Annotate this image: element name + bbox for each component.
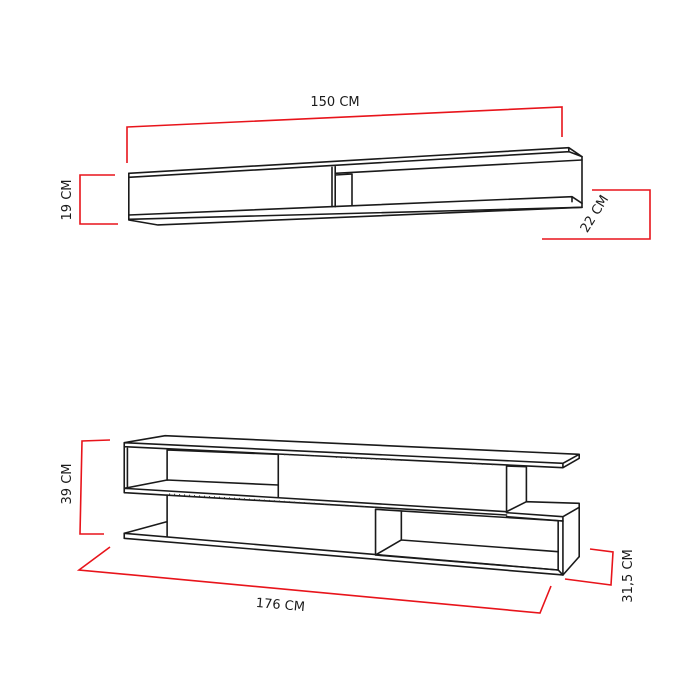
unit-bottom-panel <box>124 533 579 575</box>
upper-right-panel <box>507 466 527 513</box>
upper-left-compartment <box>167 450 278 497</box>
lower-right-compartment <box>376 509 563 570</box>
tv-unit-dimensions: 39 CM 176 CM 31,5 CM <box>60 439 636 615</box>
unit-depth-label: 31,5 CM <box>621 549 636 602</box>
lower-left-panel <box>124 495 167 537</box>
shelf-bottom-panel <box>129 197 582 220</box>
wall-shelf <box>129 148 582 225</box>
depth-dimension-line <box>542 189 651 240</box>
shelf-back-line <box>335 160 582 173</box>
shelf-height-label: 19 CM <box>60 180 75 221</box>
shelf-depth-label: 22 CM <box>578 193 612 236</box>
hidden-edge-dotted-lines <box>169 455 493 508</box>
unit-depth-dimension-line <box>564 548 614 586</box>
shelf-width-label: 150 CM <box>310 95 359 110</box>
tv-unit <box>124 436 579 575</box>
shelf-top-panel <box>129 148 582 178</box>
unit-left-side <box>124 447 127 489</box>
unit-right-side <box>558 507 579 575</box>
width-dimension-line <box>126 106 563 163</box>
shelf-left-side <box>129 157 582 225</box>
shelf-divider <box>332 167 352 207</box>
height-dimension-line <box>79 174 118 225</box>
unit-width-dimension-line <box>76 546 552 614</box>
unit-middle-shelf <box>124 480 579 521</box>
unit-width-label: 176 CM <box>255 596 305 615</box>
unit-height-label: 39 CM <box>60 464 75 505</box>
unit-height-dimension-line <box>79 439 111 535</box>
